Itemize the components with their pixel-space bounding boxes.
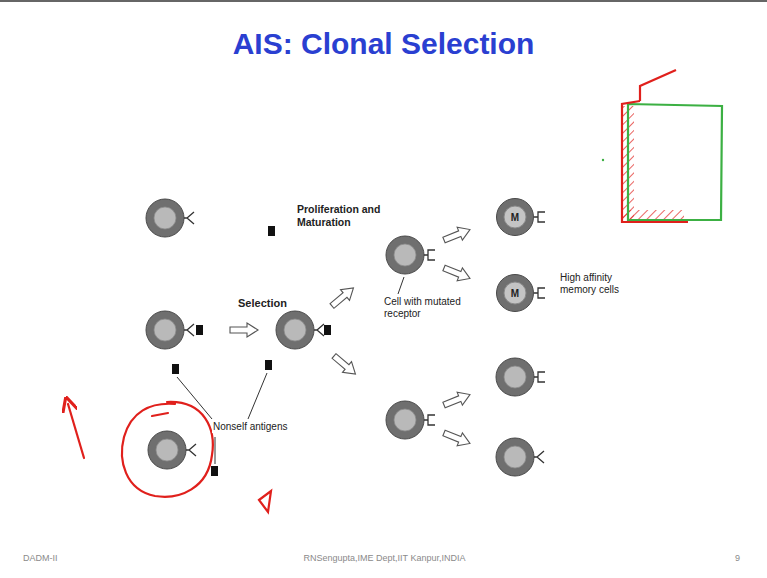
- cell-body: [497, 199, 534, 236]
- annotation-label: Nonself antigens: [212, 421, 289, 433]
- memory-mark: M: [511, 212, 519, 223]
- slide-title: AIS: Clonal Selection: [0, 26, 767, 62]
- leader-line: [398, 277, 404, 294]
- hollow-arrow: [328, 283, 358, 312]
- cell-body: [497, 275, 534, 312]
- memory-mark: M: [511, 288, 519, 299]
- footer-text: RNSengupta,IME Dept,IIT Kanpur,INDIA: [0, 553, 767, 564]
- stage-label: Proliferation and Maturation: [296, 203, 398, 228]
- receptor: [534, 212, 545, 222]
- leader-line: [177, 373, 267, 464]
- annotation-label: Cell with mutated receptor: [383, 296, 481, 320]
- hollow-arrow: [441, 223, 472, 246]
- page-number: 9: [734, 553, 741, 564]
- stage-label: Selection: [237, 297, 288, 310]
- annotation-label: High affinity memory cells: [559, 272, 635, 296]
- cell-content: M: [496, 274, 534, 312]
- daughter-cell: [496, 438, 544, 476]
- hollow-arrow: [330, 351, 360, 380]
- memory-cell: M: [496, 274, 534, 312]
- hollow-arrow: [441, 262, 472, 285]
- daughter-cell: [496, 358, 545, 396]
- receptor: [534, 288, 545, 298]
- hand-sketch: [602, 70, 722, 222]
- cell-nucleus: [504, 282, 526, 304]
- mutated-cell: [386, 236, 435, 274]
- selected-cell: [276, 311, 324, 349]
- hollow-arrow: [441, 427, 472, 450]
- lymphocyte: [148, 431, 196, 469]
- hollow-arrow: [230, 323, 258, 337]
- antigen: [172, 226, 331, 476]
- hand-annotation: [68, 402, 271, 512]
- lymphocyte: [146, 311, 194, 349]
- mutated-cell: [386, 401, 435, 439]
- memory-cell: M: [496, 198, 534, 236]
- footer-text: DADM-II: [22, 553, 59, 564]
- lymphocyte: [146, 199, 194, 237]
- hollow-arrow: [441, 388, 472, 411]
- cell-content: M: [496, 198, 534, 236]
- cell-nucleus: [504, 206, 526, 228]
- slide-border: [0, 0, 767, 2]
